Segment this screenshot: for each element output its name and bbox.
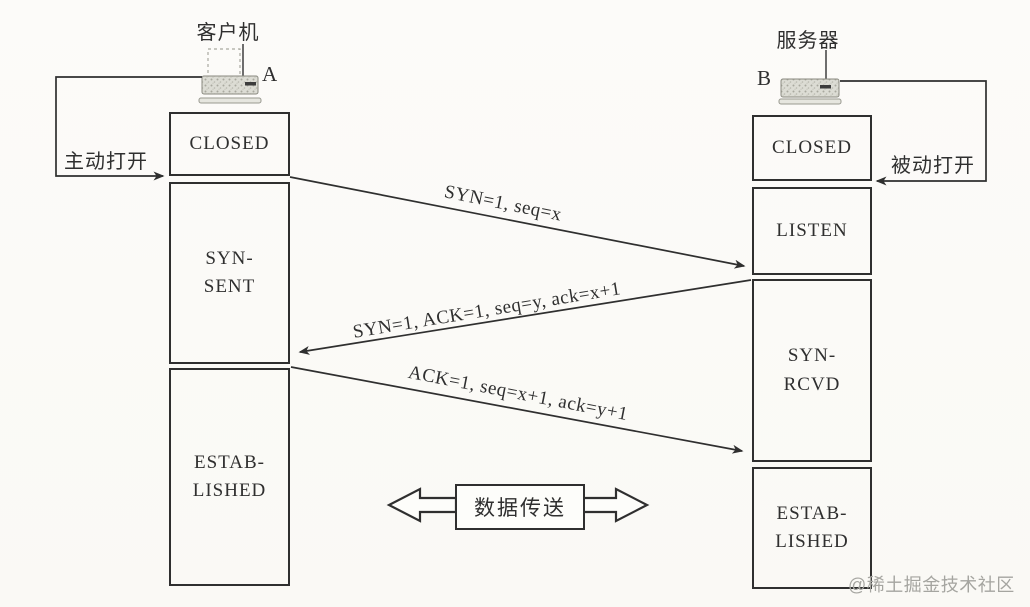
client-state-syn-sent: SYN- SENT (169, 182, 290, 364)
data-transfer-right-arrow (578, 487, 650, 523)
server-state-listen: LISTEN (752, 187, 872, 275)
synack-message-arrow (298, 279, 752, 355)
watermark: @稀土掘金技术社区 (848, 575, 1015, 595)
syn-message-arrow (289, 176, 746, 269)
server-computer-icon (778, 50, 842, 105)
client-state-closed: CLOSED (169, 112, 290, 176)
client-computer-icon (198, 44, 262, 104)
passive-open-connector-line (840, 80, 987, 186)
server-state-syn-rcvd: SYN- RCVD (752, 279, 872, 462)
data-transfer-box: 数据传送 (455, 484, 585, 530)
active-open-label: 主动打开 (64, 151, 148, 173)
client-state-established: ESTAB- LISHED (169, 368, 290, 586)
server-state-closed: CLOSED (752, 115, 872, 181)
host-a-label: A (262, 62, 278, 86)
server-state-established: ESTAB- LISHED (752, 467, 872, 589)
data-transfer-left-arrow (386, 487, 458, 523)
data-transfer-label: 数据传送 (474, 496, 566, 520)
active-open-connector-line (55, 76, 202, 181)
client-title: 客户机 (196, 22, 260, 44)
passive-open-label: 被动打开 (891, 155, 975, 177)
server-title: 服务器 (776, 30, 840, 52)
host-b-label: B (757, 66, 772, 90)
ack-message-arrow (290, 366, 744, 454)
